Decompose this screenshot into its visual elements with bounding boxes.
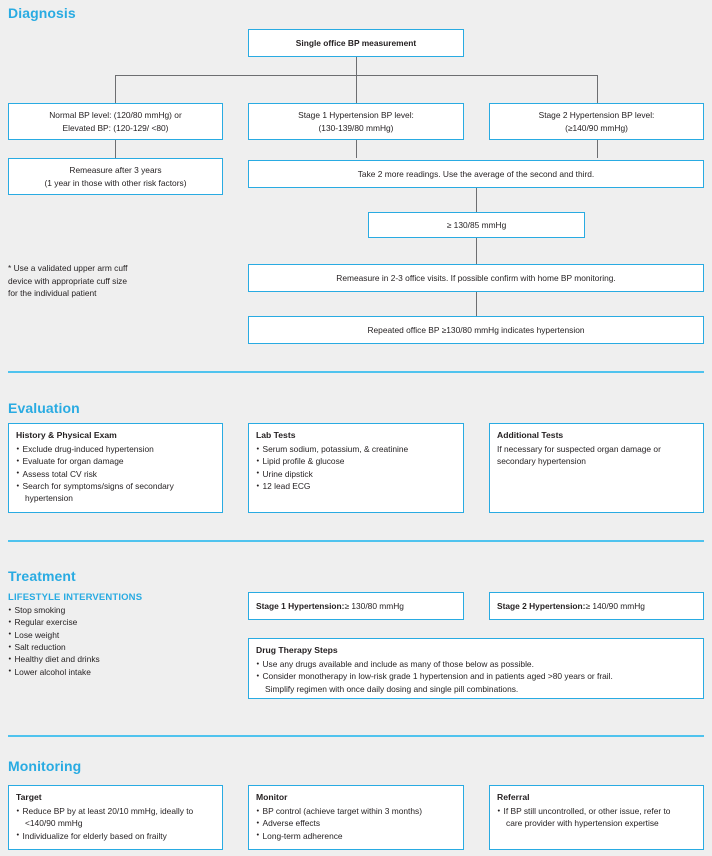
box-label-value: ≥ 140/90 mmHg	[585, 600, 645, 611]
divider-after-diagnosis	[8, 371, 704, 373]
box-remeasure-after-3-years[interactable]: Remeasure after 3 years (1 year in those…	[8, 158, 223, 195]
card-history-physical-exam[interactable]: History & Physical Exam Exclude drug-ind…	[8, 423, 223, 513]
box-label-line1: Remeasure after 3 years	[69, 165, 162, 176]
list-item: Adverse effects	[256, 817, 457, 829]
box-label-line2: (≥140/90 mmHg)	[565, 122, 628, 133]
list-item: Individualize for elderly based on frail…	[16, 829, 216, 842]
card-body-line1: If necessary for suspected organ damage …	[497, 443, 661, 454]
card-bullet-list: Use any drugs available and include as m…	[256, 658, 697, 695]
connector-to-stage1	[355, 74, 357, 104]
list-item-continuation: hypertension	[25, 493, 73, 504]
section-title-monitoring: Monitoring	[8, 758, 82, 774]
list-item: Salt reduction	[8, 641, 223, 653]
box-label-line1: Stage 1 Hypertension BP level:	[298, 110, 414, 121]
list-item-continuation: <140/90 mmHg	[25, 818, 83, 829]
card-referral[interactable]: Referral If BP still uncontrolled, or ot…	[489, 785, 704, 850]
connector-to-stage2	[596, 74, 598, 104]
list-item: Assess total CV risk	[16, 467, 216, 480]
list-item: Lower alcohol intake	[8, 665, 223, 678]
box-treatment-stage-2-threshold[interactable]: Stage 2 Hypertension: ≥ 140/90 mmHg	[489, 592, 704, 620]
card-bullet-list: Serum sodium, potassium, & creatinine Li…	[256, 443, 457, 492]
box-take-2-more-readings[interactable]: Take 2 more readings. Use the average of…	[248, 160, 704, 188]
list-item: Long-term adherence	[256, 829, 457, 842]
list-item: BP control (achieve target within 3 mont…	[256, 805, 457, 817]
subheading-lifestyle-interventions: LIFESTYLE INTERVENTIONS	[8, 592, 143, 603]
box-stage-1-hypertension-bp-level[interactable]: Stage 1 Hypertension BP level: (130-139/…	[248, 103, 464, 140]
section-title-diagnosis: Diagnosis	[8, 5, 76, 21]
box-normal-or-elevated-bp[interactable]: Normal BP level: (120/80 mmHg) or Elevat…	[8, 103, 223, 140]
box-label: ≥ 130/85 mmHg	[446, 219, 507, 230]
card-bullet-list: If BP still uncontrolled, or other issue…	[497, 805, 697, 830]
list-item: Lose weight	[8, 628, 223, 641]
connector-readings-to-threshold	[476, 188, 477, 212]
list-item-continuation: care provider with hypertension expertis…	[506, 818, 659, 829]
connector-to-normal	[115, 74, 116, 104]
box-label: Remeasure in 2-3 office visits. If possi…	[336, 272, 616, 283]
connector-visits-to-repeated	[476, 292, 477, 316]
list-item: Search for symptoms/signs of secondary	[16, 480, 216, 492]
card-body-line2: secondary hypertension	[497, 456, 586, 467]
box-label: Single office BP measurement	[295, 37, 417, 48]
connector-threshold-to-remeasure-visits	[476, 238, 477, 264]
card-lab-tests[interactable]: Lab Tests Serum sodium, potassium, & cre…	[248, 423, 464, 513]
list-item-continuation: Simplify regimen with once daily dosing …	[265, 683, 519, 694]
card-title: Monitor	[256, 792, 288, 802]
connector-stage1-down	[355, 140, 357, 158]
section-title-evaluation: Evaluation	[8, 400, 80, 416]
box-single-office-bp-measurement[interactable]: Single office BP measurement	[248, 29, 464, 57]
box-label: Take 2 more readings. Use the average of…	[357, 168, 595, 179]
box-label-line1: Normal BP level: (120/80 mmHg) or	[49, 110, 182, 121]
connector-normal-down	[115, 140, 116, 158]
list-item: Urine dipstick	[256, 467, 457, 480]
card-title: Additional Tests	[497, 430, 564, 440]
card-title: Lab Tests	[256, 430, 296, 440]
box-label-line2: Elevated BP: (120-129/ <80)	[62, 122, 169, 133]
card-title: History & Physical Exam	[16, 430, 117, 440]
card-bullet-list: BP control (achieve target within 3 mont…	[256, 805, 457, 842]
box-label-line2: (130-139/80 mmHg)	[318, 122, 394, 133]
list-item: Regular exercise	[8, 616, 223, 628]
card-monitor[interactable]: Monitor BP control (achieve target withi…	[248, 785, 464, 850]
divider-after-evaluation	[8, 540, 704, 542]
box-threshold-130-85[interactable]: ≥ 130/85 mmHg	[368, 212, 585, 238]
box-treatment-stage-1-threshold[interactable]: Stage 1 Hypertension: ≥ 130/80 mmHg	[248, 592, 464, 620]
section-title-treatment: Treatment	[8, 568, 76, 584]
box-label-value: ≥ 130/80 mmHg	[344, 600, 404, 611]
box-label: Repeated office BP ≥130/80 mmHg indicate…	[367, 324, 585, 335]
card-bullet-list: Reduce BP by at least 20/10 mmHg, ideall…	[16, 805, 216, 842]
card-target[interactable]: Target Reduce BP by at least 20/10 mmHg,…	[8, 785, 223, 850]
box-stage-2-hypertension-bp-level[interactable]: Stage 2 Hypertension BP level: (≥140/90 …	[489, 103, 704, 140]
list-item: Use any drugs available and include as m…	[256, 658, 697, 670]
list-item: Lipid profile & glucose	[256, 455, 457, 467]
list-item: Consider monotherapy in low-risk grade 1…	[256, 670, 697, 682]
card-bullet-list: Exclude drug-induced hypertension Evalua…	[16, 443, 216, 505]
divider-after-treatment	[8, 735, 704, 737]
list-item: Serum sodium, potassium, & creatinine	[256, 443, 457, 455]
card-additional-tests[interactable]: Additional Tests If necessary for suspec…	[489, 423, 704, 513]
card-title: Referral	[497, 792, 530, 802]
connector-stage2-down	[596, 140, 598, 158]
list-item: Exclude drug-induced hypertension	[16, 443, 216, 455]
list-item: If BP still uncontrolled, or other issue…	[497, 805, 697, 817]
list-item: Healthy diet and drinks	[8, 653, 223, 665]
box-label-stage: Stage 1 Hypertension:	[256, 600, 345, 611]
card-title: Target	[16, 792, 42, 802]
box-label-line1: Stage 2 Hypertension BP level:	[538, 110, 655, 121]
card-drug-therapy-steps[interactable]: Drug Therapy Steps Use any drugs availab…	[248, 638, 704, 699]
footnote-cuff-note: * Use a validated upper arm cuff device …	[8, 263, 128, 299]
box-repeated-office-bp[interactable]: Repeated office BP ≥130/80 mmHg indicate…	[248, 316, 704, 344]
list-item: Stop smoking	[8, 604, 223, 616]
list-item: Reduce BP by at least 20/10 mmHg, ideall…	[16, 805, 216, 817]
connector-root-down	[355, 57, 357, 75]
card-title: Drug Therapy Steps	[256, 645, 338, 655]
box-label-stage: Stage 2 Hypertension:	[497, 600, 586, 611]
box-remeasure-2-3-office-visits[interactable]: Remeasure in 2-3 office visits. If possi…	[248, 264, 704, 292]
box-label-line2: (1 year in those with other risk factors…	[44, 177, 187, 188]
list-item: 12 lead ECG	[256, 480, 457, 492]
lifestyle-interventions-list: Stop smoking Regular exercise Lose weigh…	[8, 604, 223, 678]
list-item: Evaluate for organ damage	[16, 455, 216, 467]
